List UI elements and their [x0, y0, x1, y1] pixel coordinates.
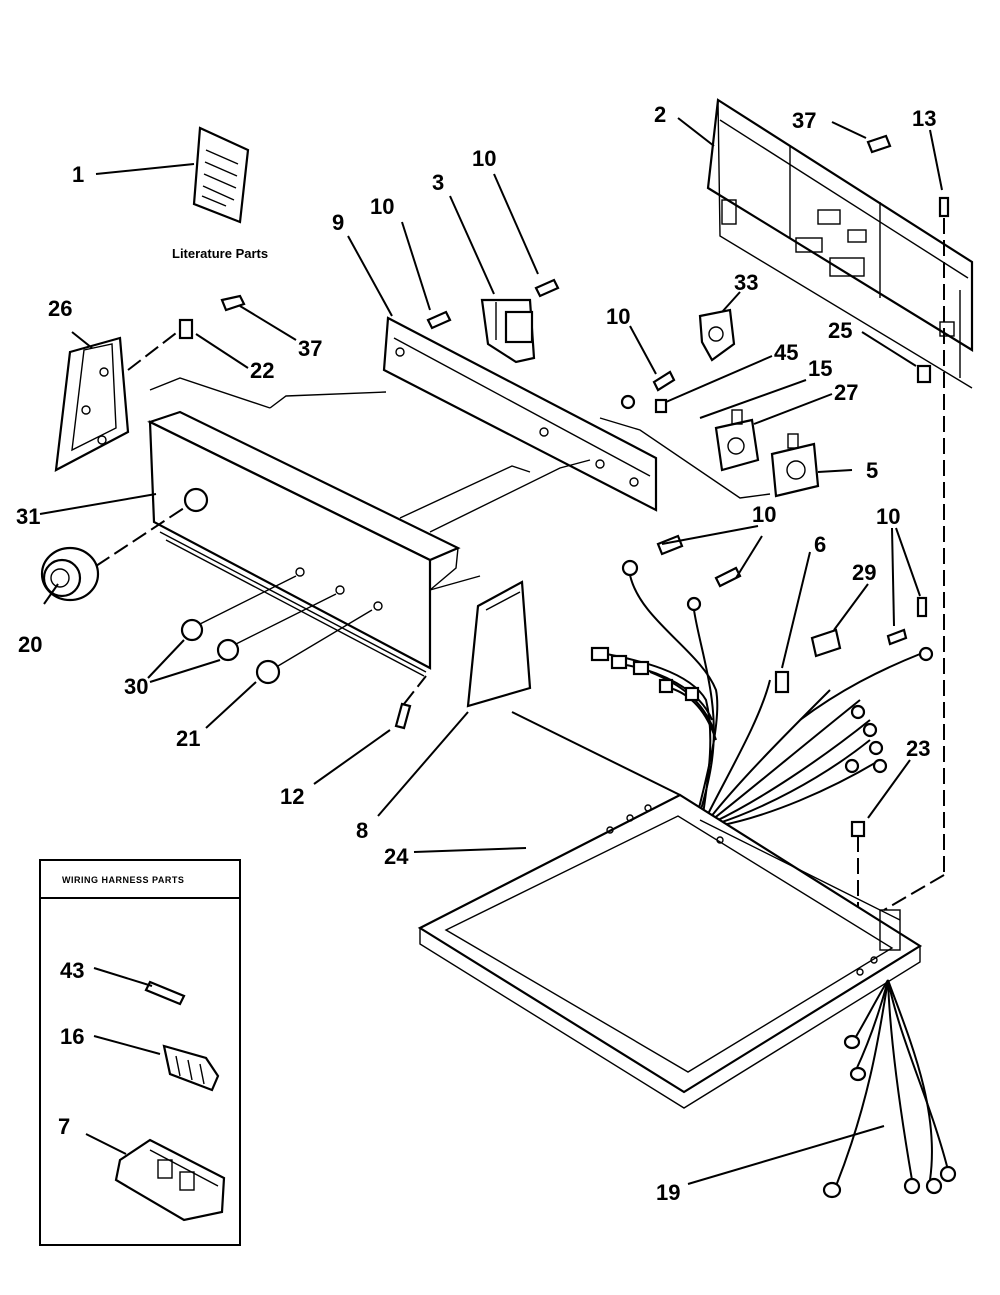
- clip-25: [916, 364, 932, 384]
- screw-37-left: [220, 294, 246, 312]
- callout-10-d: 10: [752, 502, 776, 527]
- top-panel-24: [417, 711, 923, 1109]
- console-inner-lines: [399, 465, 531, 519]
- switch-27: [714, 409, 760, 472]
- callout-8: 8: [356, 818, 368, 843]
- callout-13: 13: [912, 106, 936, 131]
- literature-booklet: [192, 126, 250, 224]
- screw-10-a: [426, 310, 452, 330]
- connector-7: [114, 1138, 226, 1222]
- clip-22: [178, 318, 194, 340]
- callout-30: 30: [124, 674, 148, 699]
- button-30-a: [180, 618, 204, 642]
- mounting-bar-9: [382, 316, 658, 512]
- callout-9: 9: [332, 210, 344, 235]
- clip-45: [654, 398, 668, 414]
- end-cap-8: [466, 580, 532, 708]
- screw-12-axis: [403, 675, 427, 705]
- callout-45: 45: [774, 340, 798, 365]
- callout-10-a: 10: [370, 194, 394, 219]
- screw-37-top: [866, 134, 892, 154]
- knob-axis: [95, 507, 185, 567]
- leader-arrows: [39, 117, 943, 1185]
- console-outline-left: [149, 377, 271, 409]
- callout-37-top: 37: [792, 108, 816, 133]
- callout-37-left: 37: [298, 336, 322, 361]
- switch-3: [480, 298, 536, 364]
- button-axis-1: [199, 575, 297, 625]
- switch-33: [698, 308, 736, 362]
- callout-10-b: 10: [472, 146, 496, 171]
- callout-22: 22: [250, 358, 274, 383]
- callout-3: 3: [432, 170, 444, 195]
- callout-12: 12: [280, 784, 304, 809]
- callout-10-c: 10: [606, 304, 630, 329]
- callout-43: 43: [60, 958, 84, 983]
- callout-1: 1: [72, 162, 84, 187]
- callout-19: 19: [656, 1180, 680, 1205]
- callout-labels: 1 2 3 5 6 7 8 9 10 10 10 10 10 12 13 15 …: [16, 102, 936, 1205]
- callout-27: 27: [834, 380, 858, 405]
- rear-console-panel: [706, 98, 974, 389]
- console-outline-mid: [269, 391, 387, 409]
- clip-23: [850, 820, 866, 838]
- lower-harness-19: [822, 979, 957, 1199]
- wiring-harness: [590, 534, 934, 827]
- control-console-31: [147, 410, 461, 677]
- callout-6: 6: [814, 532, 826, 557]
- side-bracket-26: [54, 336, 130, 472]
- button-axis-3: [277, 609, 373, 667]
- callout-20: 20: [18, 632, 42, 657]
- screw-10-b: [534, 278, 560, 298]
- console-inner-lines-2: [429, 459, 591, 533]
- screw-10-c: [652, 370, 676, 392]
- leader-26: [127, 329, 181, 371]
- literature-caption: Literature Parts: [172, 246, 268, 261]
- callout-31: 31: [16, 504, 40, 529]
- callout-24: 24: [384, 844, 409, 869]
- button-axis-2: [235, 593, 337, 645]
- callout-10-e: 10: [876, 504, 900, 529]
- callout-33: 33: [734, 270, 758, 295]
- wiring-harness-box: [39, 859, 241, 1246]
- screw-13: [883, 196, 950, 911]
- screw-12: [394, 702, 412, 730]
- callout-16: 16: [60, 1024, 84, 1049]
- wiring-box-title: WIRING HARNESS PARTS: [62, 875, 184, 885]
- callout-25: 25: [828, 318, 852, 343]
- callout-26: 26: [48, 296, 72, 321]
- callout-15: 15: [808, 356, 832, 381]
- switch-5: [770, 433, 820, 498]
- callout-7: 7: [58, 1114, 70, 1139]
- connector-43: [144, 980, 186, 1006]
- button-21: [255, 659, 281, 685]
- console-base-line: [429, 575, 481, 591]
- washer-15: [620, 394, 636, 410]
- callout-23: 23: [906, 736, 930, 761]
- callout-29: 29: [852, 560, 876, 585]
- knob-20: [40, 546, 100, 602]
- callout-5: 5: [866, 458, 878, 483]
- connector-16: [162, 1044, 220, 1092]
- button-30-b: [216, 638, 240, 662]
- outline-switch-area: [599, 417, 771, 499]
- callout-2: 2: [654, 102, 666, 127]
- callout-21: 21: [176, 726, 200, 751]
